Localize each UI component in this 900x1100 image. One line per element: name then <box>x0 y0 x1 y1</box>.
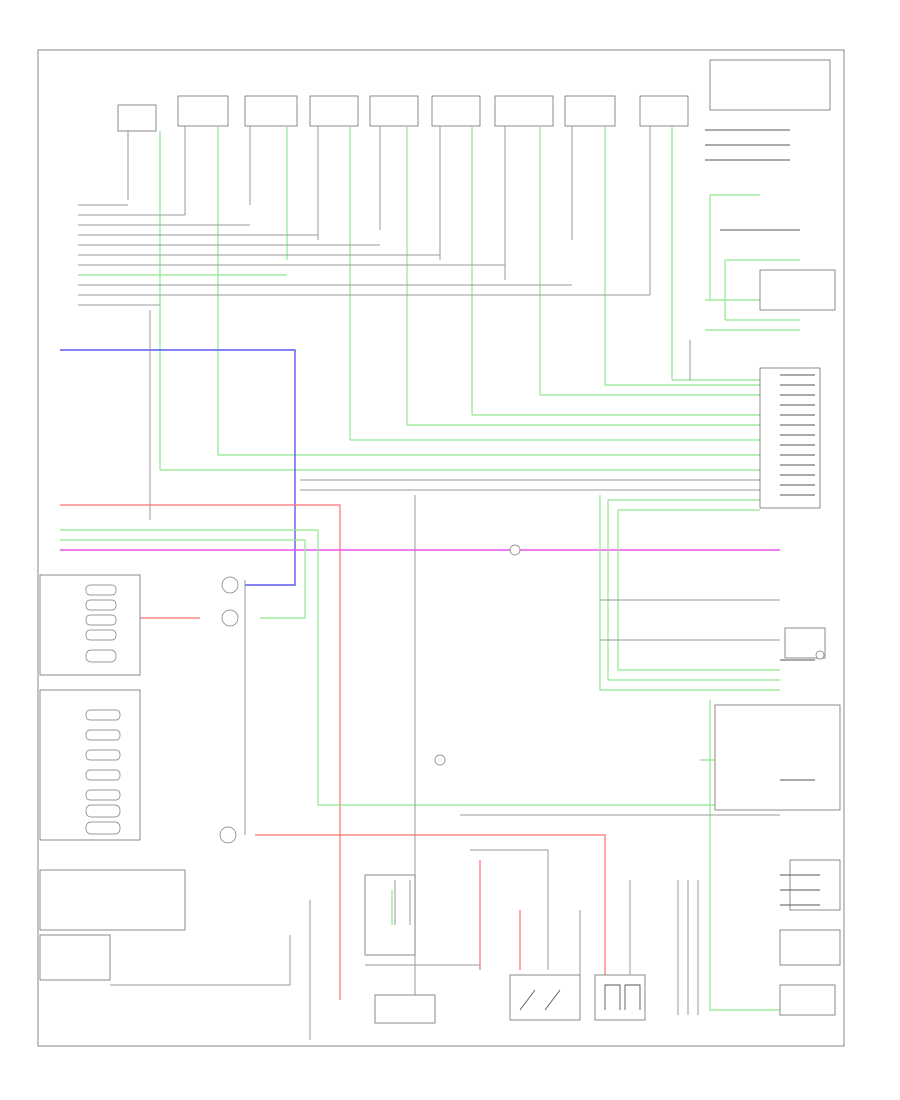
diagram-frame <box>37 49 845 1047</box>
motor-symbols <box>219 544 521 844</box>
pink-wires <box>60 504 606 1000</box>
left-bus-lines <box>78 204 650 306</box>
bottom-center-connector <box>364 874 416 956</box>
component-box <box>309 95 359 127</box>
bottom-center-box <box>374 994 436 1024</box>
bottom-left-module <box>39 934 111 981</box>
top-components <box>117 95 689 132</box>
right-connector-block <box>759 367 821 509</box>
lamp-symbol <box>434 754 446 766</box>
blue-wire <box>60 349 296 586</box>
relay-box <box>509 974 581 1021</box>
component-box <box>369 95 419 127</box>
middle-green-wires <box>60 495 780 1011</box>
right-connector-pins <box>780 374 815 496</box>
right-side-components <box>709 59 841 1016</box>
component-box <box>639 95 689 127</box>
component-box <box>564 95 616 127</box>
bottom-right-wires <box>579 880 699 1015</box>
component-box <box>431 95 481 127</box>
top-vertical-wires <box>127 126 673 470</box>
bottom-left-module <box>39 869 186 931</box>
component-box <box>244 95 298 127</box>
lamp-symbol <box>815 650 825 660</box>
left-panel-sockets <box>85 584 121 835</box>
component-box <box>494 95 554 127</box>
right-harness-wires <box>160 194 800 511</box>
component-box <box>177 95 229 127</box>
middle-gray-wires <box>149 310 780 1000</box>
component-box <box>117 104 157 132</box>
